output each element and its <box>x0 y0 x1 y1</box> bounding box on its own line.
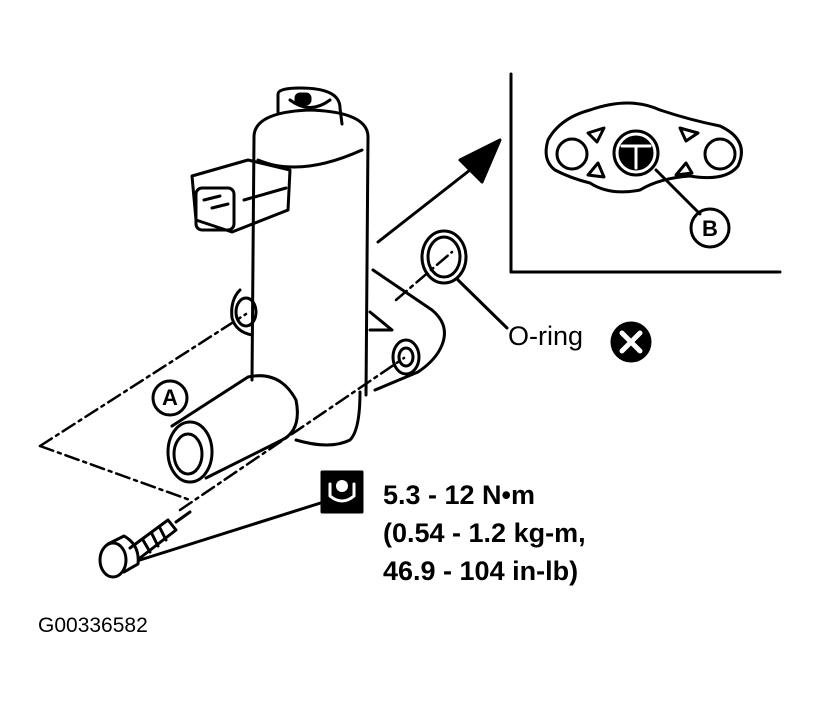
torque-spec-nm: 5.3 - 12 N•m <box>383 480 536 510</box>
torque-wrench-icon <box>320 470 364 514</box>
torque-spec: 5.3 - 12 N•m (0.54 - 1.2 kg-m, 46.9 - 10… <box>383 476 586 590</box>
filter-cylinder <box>166 374 299 484</box>
callout-a: A <box>162 385 178 410</box>
do-not-reuse-icon <box>610 321 652 363</box>
callout-a-circle <box>151 379 189 417</box>
pointer-arrow <box>376 138 502 244</box>
figure-id: G00336582 <box>38 614 148 637</box>
solenoid-body <box>250 86 370 397</box>
mounting-bracket <box>230 268 446 447</box>
inset-frame <box>509 72 782 274</box>
o-ring <box>420 229 509 330</box>
flange-detail <box>544 101 743 249</box>
callout-b: B <box>702 216 718 241</box>
bolt <box>98 498 332 579</box>
torque-spec-kgm: (0.54 - 1.2 kg-m, <box>383 518 586 548</box>
torque-spec-inlb: 46.9 - 104 in-lb) <box>383 556 579 586</box>
electrical-connector <box>190 158 292 234</box>
o-ring-label: O-ring <box>508 321 584 351</box>
alignment-lines <box>38 250 454 512</box>
